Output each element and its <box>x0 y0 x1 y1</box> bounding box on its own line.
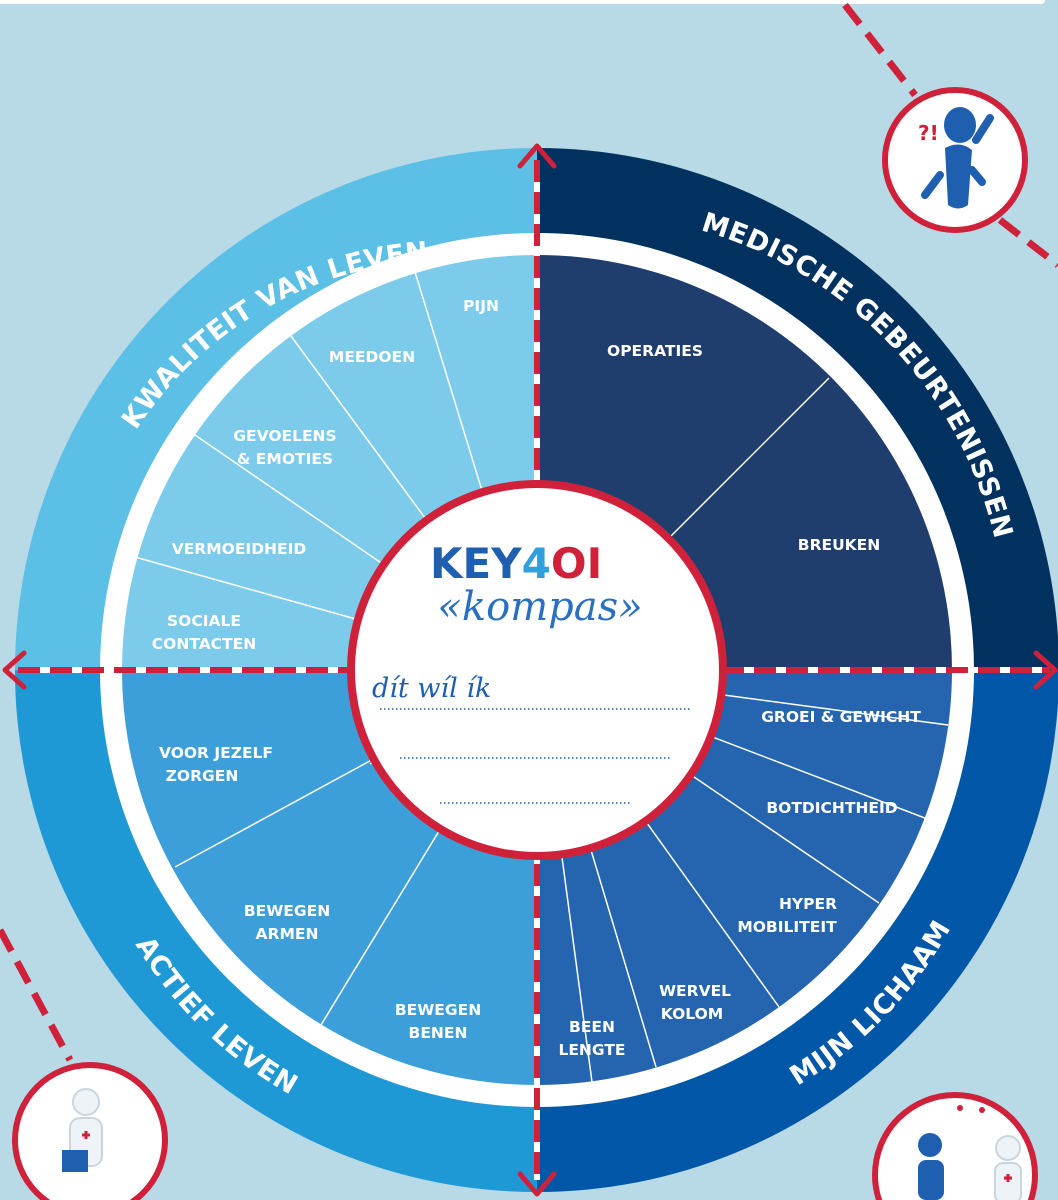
logo: KEY4OI <box>430 539 602 588</box>
arrow-up-icon <box>517 143 557 169</box>
note-prompt: dít wíl ík <box>372 673 491 704</box>
center-disc: KEY4OI «kompas» dít wíl ík <box>347 480 727 860</box>
arrow-right-icon <box>1033 650 1058 690</box>
two-figures-icon <box>918 1105 1022 1200</box>
segment-breuken[interactable]: BREUKEN <box>798 536 881 554</box>
arrow-down-icon <box>517 1171 557 1197</box>
corner-character-bottom-left <box>12 1062 168 1200</box>
arrow-left-icon <box>2 650 27 690</box>
medic-figure-icon <box>62 1088 103 1172</box>
segment-operaties[interactable]: OPERATIES <box>607 342 703 360</box>
corner-connector-lines <box>0 2 1058 1062</box>
corner-character-top-right: ?! <box>882 87 1028 233</box>
segment-vermoeidheid[interactable]: VERMOEIDHEID <box>172 540 307 558</box>
logo-subtitle: «kompas» <box>437 584 642 630</box>
segment-botdichtheid[interactable]: BOTDICHTHEID <box>766 799 897 817</box>
question-exclamation-icon: ?! <box>918 121 939 145</box>
segment-pijn[interactable]: PIJN <box>463 297 499 315</box>
segment-labels: PIJN MEEDOEN GEVOELENS& EMOTIES VERMOEID… <box>152 297 921 1059</box>
corner-character-bottom-right <box>872 1092 1038 1200</box>
segment-groei-gewicht[interactable]: GROEI & GEWICHT <box>761 708 921 726</box>
segment-gevoelens[interactable]: GEVOELENS& EMOTIES <box>233 427 336 468</box>
top-edge-bar <box>0 0 1045 4</box>
segment-meedoen[interactable]: MEEDOEN <box>329 348 415 366</box>
confused-figure-icon <box>921 107 994 209</box>
